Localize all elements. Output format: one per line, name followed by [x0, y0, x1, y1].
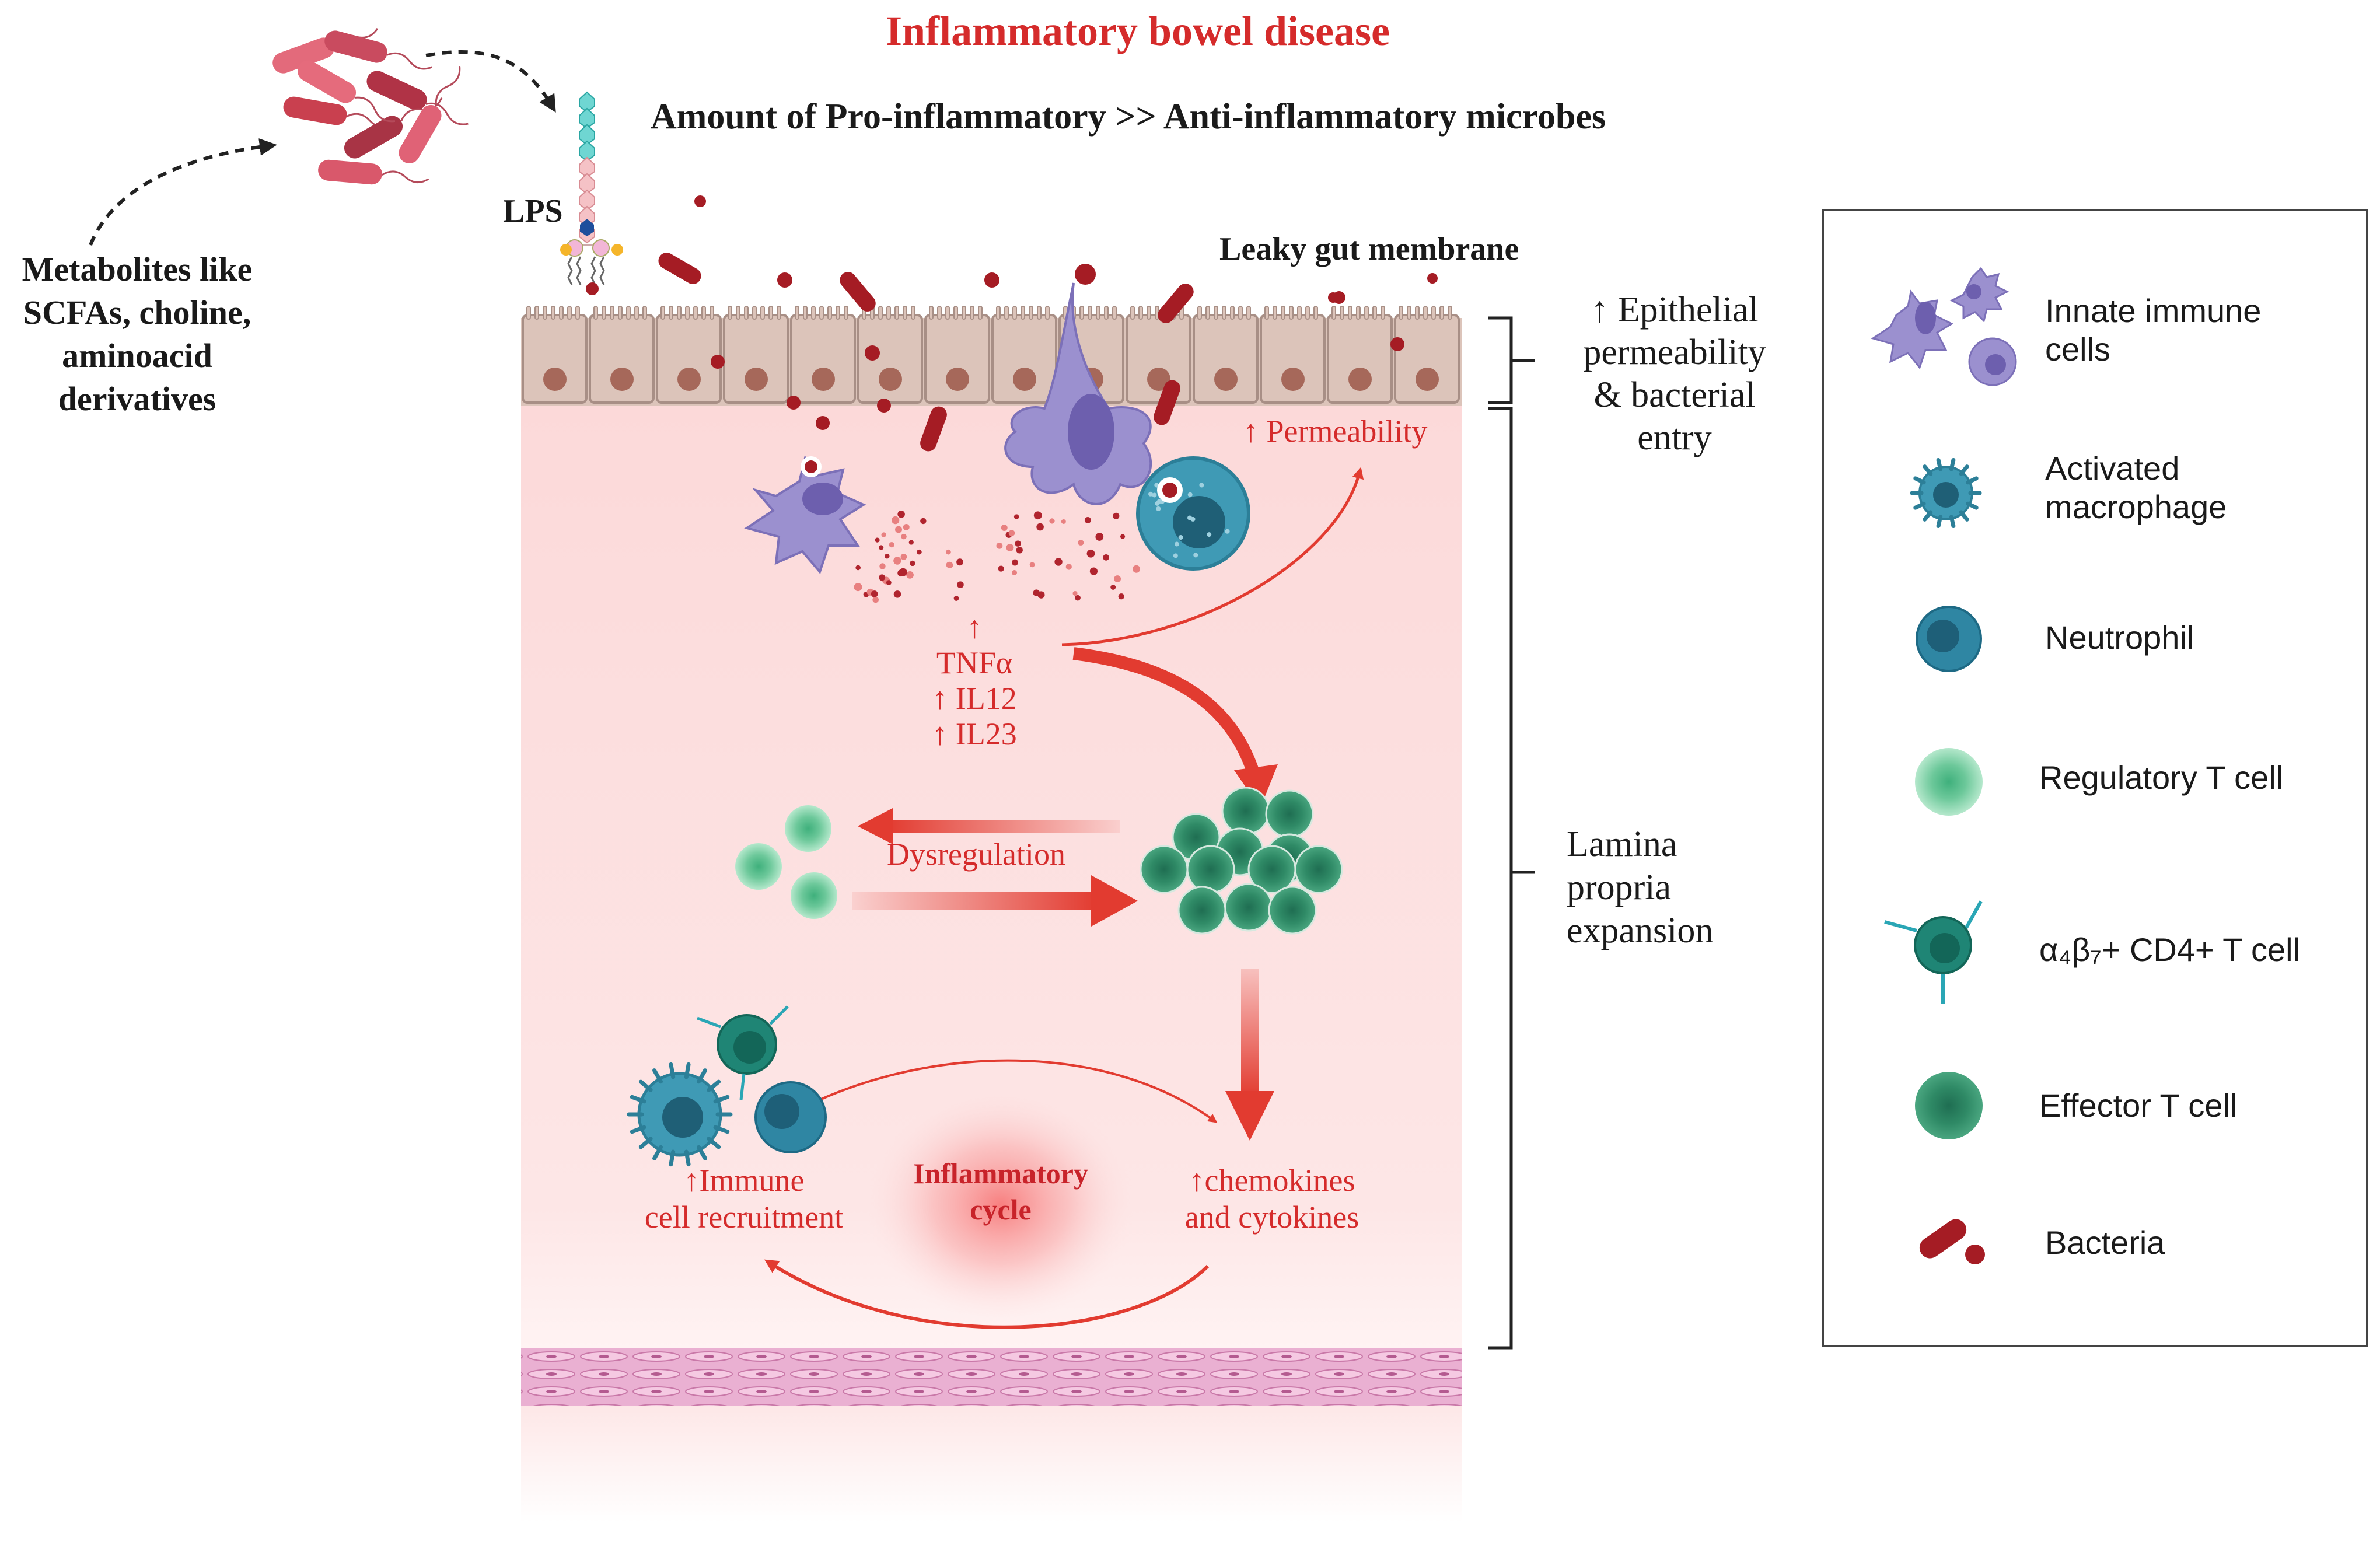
cycle-line: cycle: [970, 1193, 1032, 1226]
dysregulation-arrow-right: [1091, 875, 1138, 927]
cytokine-dots: [854, 510, 1140, 603]
metabolites-line: aminoacid: [62, 337, 212, 375]
metabolite-arrow: [89, 138, 277, 246]
inflammatory-cycle-label: Inflammatory cycle: [890, 1155, 1112, 1228]
legend-line: Activated: [2045, 450, 2180, 487]
cycle-arrow-bottom: [764, 1259, 1210, 1329]
regulatory-t-cells: [735, 805, 837, 919]
legend-label-cd4: α₄β₇+ CD4+ T cell: [2039, 931, 2301, 968]
legend-label-effector: Effector T cell: [2039, 1087, 2238, 1124]
dysregulation-arrow-left: [858, 808, 893, 844]
legend-label-macrophage: Activated macrophage: [2045, 449, 2227, 526]
metabolites-line: derivatives: [58, 380, 216, 418]
legend-label-regulatory: Regulatory T cell: [2039, 759, 2284, 796]
cytokine-list: ↑ TNFα ↑ IL12 ↑ IL23: [904, 610, 1044, 752]
epithelial-permeability-label: ↑ Epithelial permeability & bacterial en…: [1555, 289, 1794, 459]
epithelial-line: permeability: [1583, 333, 1766, 372]
legend-line: Innate immune: [2045, 292, 2262, 329]
epithelial-line: entry: [1637, 418, 1712, 457]
bacteria-lps-arrow: [425, 50, 556, 113]
permeability-label: ↑ Permeability: [1243, 414, 1428, 449]
legend-regulatory-icon: [1915, 748, 1983, 816]
cytokine-line: ↑ IL23: [932, 716, 1017, 751]
cycle-line: Inflammatory: [913, 1157, 1088, 1190]
cytokine-line: ↑: [966, 610, 983, 645]
cytokine-to-effector-arrow: [1072, 647, 1261, 778]
cytokine-line: TNFα: [936, 645, 1013, 680]
epithelium-bracket: [1488, 316, 1535, 404]
legend-bacteria-icon: [1919, 1219, 1985, 1264]
muscle-layer: [521, 1348, 1462, 1406]
bacteria-cluster: [272, 27, 469, 185]
lamina-line: expansion: [1567, 911, 1714, 950]
effector-to-chemokine-arrow: [1225, 1091, 1274, 1141]
metabolites-line: SCFAs, choline,: [23, 293, 251, 331]
dysregulation-label: Dysregulation: [887, 837, 1065, 872]
microbe-balance-subtitle: Amount of Pro-inflammatory >> Anti-infla…: [651, 97, 1606, 137]
metabolites-label: Metabolites like SCFAs, choline, aminoac…: [0, 248, 274, 421]
recruited-macrophage: [627, 1062, 733, 1167]
recruited-neutrophil: [754, 1081, 827, 1153]
legend-label-bacteria: Bacteria: [2045, 1224, 2165, 1261]
dendritic-cell-left: [744, 455, 866, 574]
legend-macrophage-icon: [1910, 457, 1982, 529]
page-title: Inflammatory bowel disease: [886, 8, 1390, 54]
legend-effector-icon: [1915, 1072, 1983, 1139]
lps-label: LPS: [503, 193, 563, 229]
epithelial-line: ↑ Epithelial: [1591, 290, 1759, 330]
legend-innate-icon: [1871, 267, 2017, 386]
recruited-cd4-t-cell: [697, 1005, 789, 1100]
lamina-line: propria: [1567, 868, 1672, 907]
permeability-arrow: [1061, 467, 1364, 646]
legend-line: cells: [2045, 331, 2111, 368]
legend-neutrophil-icon: [1916, 606, 1982, 672]
dendritic-cell-center: [1004, 282, 1152, 505]
leaky-gut-label: Leaky gut membrane: [1219, 231, 1519, 267]
epithelial-line: & bacterial: [1593, 375, 1756, 415]
lamina-propria-label: Lamina propria expansion: [1567, 823, 1713, 952]
lamina-line: Lamina: [1567, 824, 1677, 864]
immune-line: cell recruitment: [644, 1200, 844, 1235]
metabolites-line: Metabolites like: [22, 250, 253, 288]
chemokines-line: and cytokines: [1184, 1200, 1359, 1235]
tissue-fade: [521, 1400, 1462, 1523]
chemokines-line: ↑chemokines: [1189, 1163, 1355, 1198]
cycle-arrow-top: [819, 1059, 1218, 1123]
lamina-bracket: [1488, 407, 1535, 1350]
lps-molecule: [560, 91, 623, 285]
effector-t-cell-cluster: [1140, 787, 1343, 935]
inflammatory-glow: [866, 1088, 1135, 1322]
chemokines-label: ↑chemokines and cytokines: [1161, 1162, 1383, 1236]
macrophage-right: [1136, 456, 1250, 571]
epithelial-cells: [522, 306, 1460, 404]
immune-recruitment-label: ↑Immune cell recruitment: [633, 1162, 855, 1236]
legend-cd4-icon: [1884, 900, 1983, 1004]
scattered-bacteria: [586, 195, 1438, 452]
immune-line: ↑Immune: [683, 1163, 805, 1198]
legend-label-neutrophil: Neutrophil: [2045, 619, 2194, 656]
legend-line: macrophage: [2045, 488, 2227, 525]
legend-label-innate: Innate immune cells: [2045, 292, 2261, 369]
legend-box: [1822, 209, 2368, 1347]
cytokine-line: ↑ IL12: [932, 681, 1017, 716]
